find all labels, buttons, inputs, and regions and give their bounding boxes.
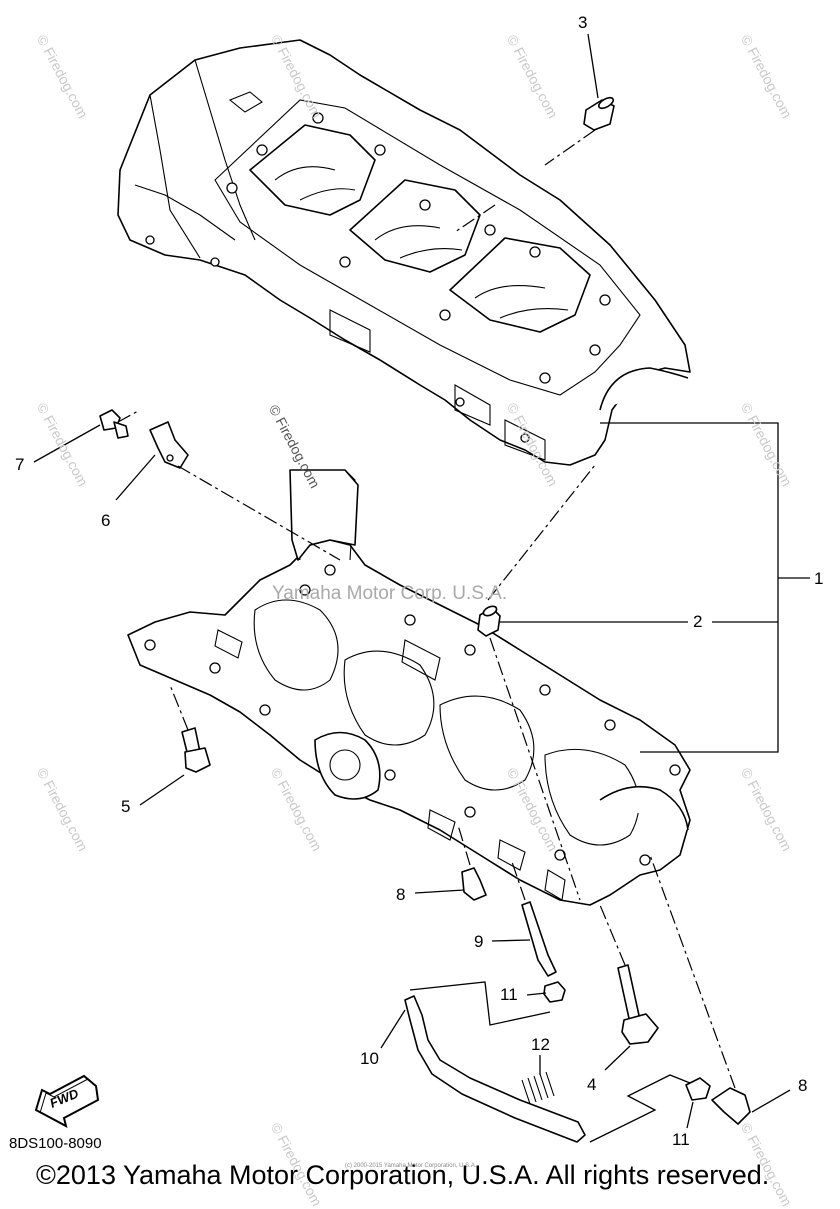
callout-6: 6: [101, 511, 111, 530]
spring-12: [521, 1071, 555, 1105]
callout-3: 3: [578, 13, 588, 32]
callout-9: 9: [474, 932, 484, 951]
nipple-9: [521, 901, 557, 977]
callout-7: 7: [15, 455, 25, 474]
hose-10: [404, 995, 586, 1143]
dowel-pin-2: [477, 605, 501, 637]
tiny-notice: (c) 2000-2015 Yamaha Motor Corporation, …: [345, 1163, 477, 1169]
center-watermark: Yamaha Motor Corp. U.S.A.: [272, 583, 508, 604]
callout-10: 10: [360, 1049, 379, 1068]
callout-12: 12: [531, 1035, 550, 1054]
callout-11: 11: [500, 985, 518, 1004]
callout-1: 1: [814, 569, 824, 588]
cap-11a: [543, 981, 566, 1003]
upper-crankcase: [117, 39, 691, 466]
callout-4: 4: [587, 1075, 597, 1094]
bolt-5: [181, 727, 211, 773]
copyright-footer: ©2013 Yamaha Motor Corporation, U.S.A. A…: [36, 1160, 770, 1190]
callout-11b: 11: [672, 1130, 690, 1149]
assembly-lines: [117, 129, 736, 1089]
bolt-4: [617, 964, 659, 1045]
fwd-arrow-icon: FWD: [34, 1074, 100, 1128]
lower-crankcase: [127, 469, 691, 906]
bolt-7: [99, 409, 129, 439]
cap-11b: [685, 1077, 711, 1101]
diagram-code: 8DS100-8090: [9, 1135, 102, 1152]
fitting-8a: [461, 867, 487, 901]
bracket-6: [149, 421, 189, 469]
dowel-pin-3: [583, 96, 615, 131]
callout-2: 2: [693, 612, 703, 631]
callout-5: 5: [121, 797, 131, 816]
leader-lines: [33, 33, 810, 1143]
callout-8: 8: [396, 885, 406, 904]
callout-8b: 8: [798, 1076, 808, 1095]
elbow-8b: [711, 1087, 751, 1125]
